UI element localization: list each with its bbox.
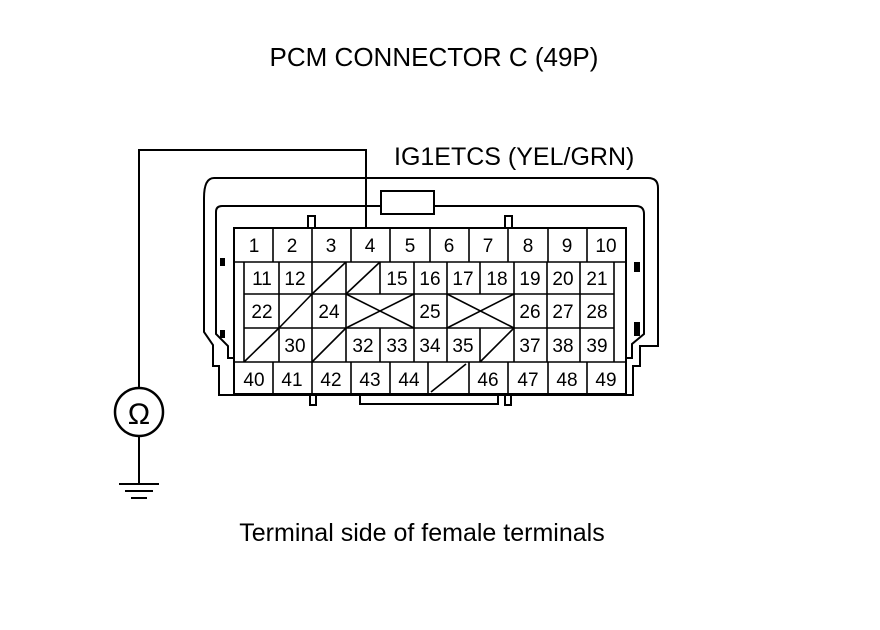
pin-label: 21 (586, 269, 607, 290)
pin-label: 37 (519, 336, 540, 357)
pin-label: 46 (477, 370, 498, 391)
pin-label: 17 (452, 269, 473, 290)
pin-label: 41 (281, 370, 302, 391)
pin-label: 2 (287, 236, 298, 257)
pin-labels: 1 2 3 4 5 6 7 8 9 10 11 12 15 16 17 18 1… (243, 236, 616, 391)
ohm-symbol: Ω (128, 398, 150, 431)
pin-label: 11 (252, 269, 272, 290)
pin-label: 33 (386, 336, 407, 357)
ohmmeter-icon: Ω (113, 386, 165, 438)
ground-icon (119, 436, 159, 499)
pin-label: 6 (444, 236, 455, 257)
pin-label: 5 (405, 236, 416, 257)
pin-label: 9 (562, 236, 573, 257)
pin-label: 19 (519, 269, 540, 290)
pin-label: 43 (359, 370, 380, 391)
pin-label: 42 (320, 370, 341, 391)
diagram-caption: Terminal side of female terminals (239, 519, 604, 547)
pin-label: 40 (243, 370, 264, 391)
pin-label: 38 (552, 336, 573, 357)
pin-label: 30 (284, 336, 305, 357)
pin-label: 34 (419, 336, 441, 357)
pin-label: 26 (519, 302, 540, 323)
pin-label: 47 (517, 370, 538, 391)
pin-label: 27 (552, 302, 573, 323)
diagram-title: PCM CONNECTOR C (49P) (270, 42, 599, 72)
pin-label: 7 (483, 236, 494, 257)
pin-label: 20 (552, 269, 573, 290)
pin-label: 39 (586, 336, 607, 357)
pin-label: 22 (251, 302, 272, 323)
pin-label: 49 (595, 370, 616, 391)
pin-label: 24 (318, 302, 340, 323)
pin-label-probe: 4 (365, 236, 376, 257)
pin-label: 16 (419, 269, 440, 290)
pin-label: 1 (249, 236, 260, 257)
pin-label: 35 (452, 336, 473, 357)
connector-clips (220, 258, 640, 338)
pin-label: 44 (398, 370, 420, 391)
connector-housing (203, 177, 659, 406)
pin-label: 28 (586, 302, 607, 323)
wire-label: IG1ETCS (YEL/GRN) (394, 143, 634, 171)
pin-label: 48 (556, 370, 577, 391)
pin-label: 10 (595, 236, 616, 257)
pin-label: 32 (352, 336, 373, 357)
pin-label: 8 (523, 236, 534, 257)
pin-label: 15 (386, 269, 407, 290)
pin-label: 3 (326, 236, 337, 257)
cavity-grid (234, 228, 626, 394)
pin-label: 25 (419, 302, 440, 323)
pin-label: 12 (284, 269, 305, 290)
pin-label: 18 (486, 269, 507, 290)
